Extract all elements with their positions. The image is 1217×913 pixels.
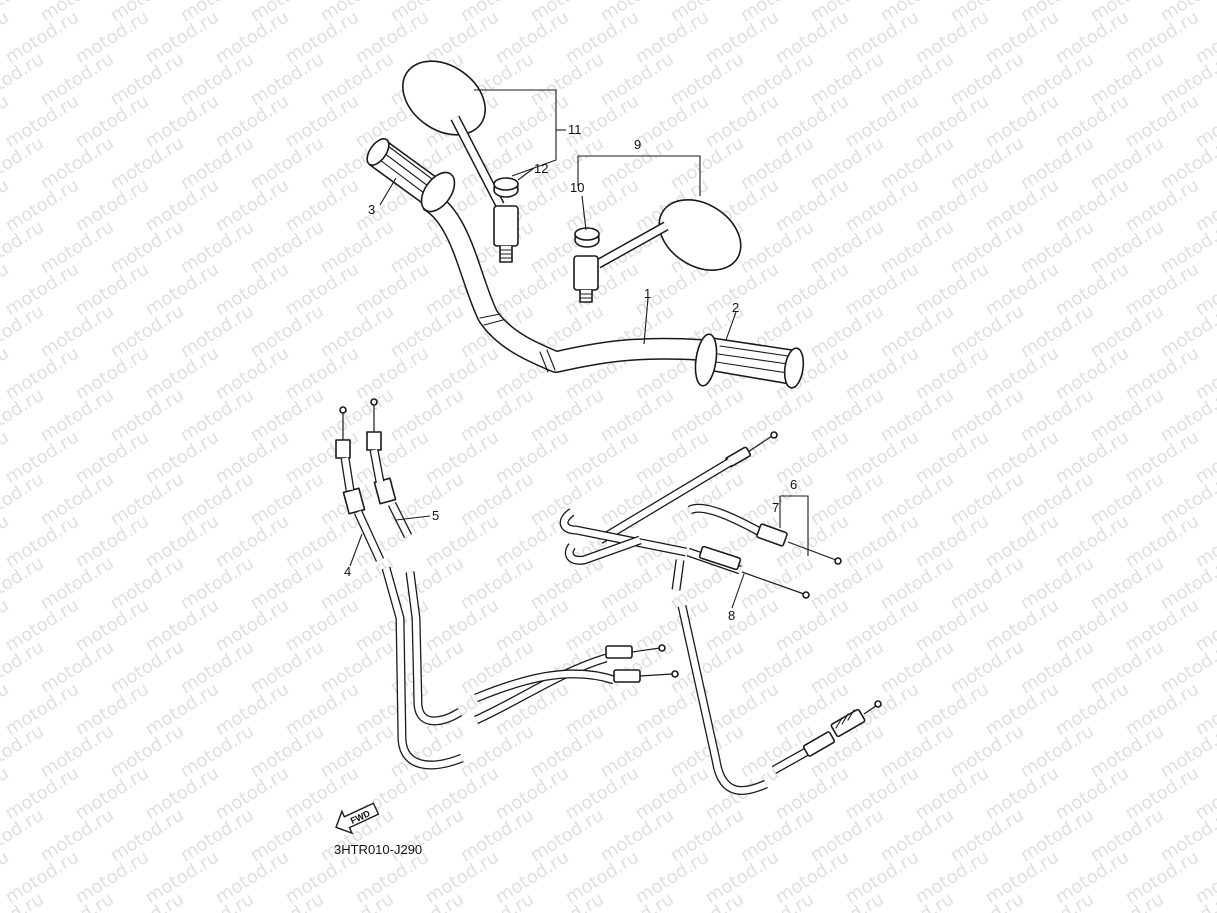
left-mirror-cap <box>493 177 519 198</box>
drawing-code: 3HTR010-J290 <box>334 842 422 857</box>
right-mirror <box>573 199 742 303</box>
callout-8: 8 <box>728 608 735 623</box>
left-grip <box>366 138 456 213</box>
handlebar-knurl-left <box>479 313 504 326</box>
right-grip <box>694 333 805 389</box>
callout-12: 12 <box>534 161 548 176</box>
right-mirror-cap <box>574 227 600 248</box>
fwd-arrow: FWD <box>335 802 380 835</box>
callout-5: 5 <box>432 508 439 523</box>
callout-9: 9 <box>634 137 641 152</box>
handlebar-knurl-right <box>539 349 556 373</box>
callout-11: 11 <box>568 122 582 137</box>
right-mirror-adapter <box>573 255 599 291</box>
callout-labels: 11 12 9 10 3 1 2 5 4 6 7 8 <box>344 122 797 623</box>
callout-3: 3 <box>368 202 375 217</box>
callout-6: 6 <box>790 477 797 492</box>
handlebar <box>421 190 703 373</box>
callout-7: 7 <box>772 500 779 515</box>
left-mirror <box>402 60 519 263</box>
leader-lines <box>349 89 809 609</box>
left-mirror-adapter <box>493 205 519 247</box>
callout-1: 1 <box>644 286 651 301</box>
callout-2: 2 <box>732 300 739 315</box>
callout-4: 4 <box>344 564 351 579</box>
callout-10: 10 <box>570 180 584 195</box>
clutch-cable-assembly <box>559 431 882 796</box>
